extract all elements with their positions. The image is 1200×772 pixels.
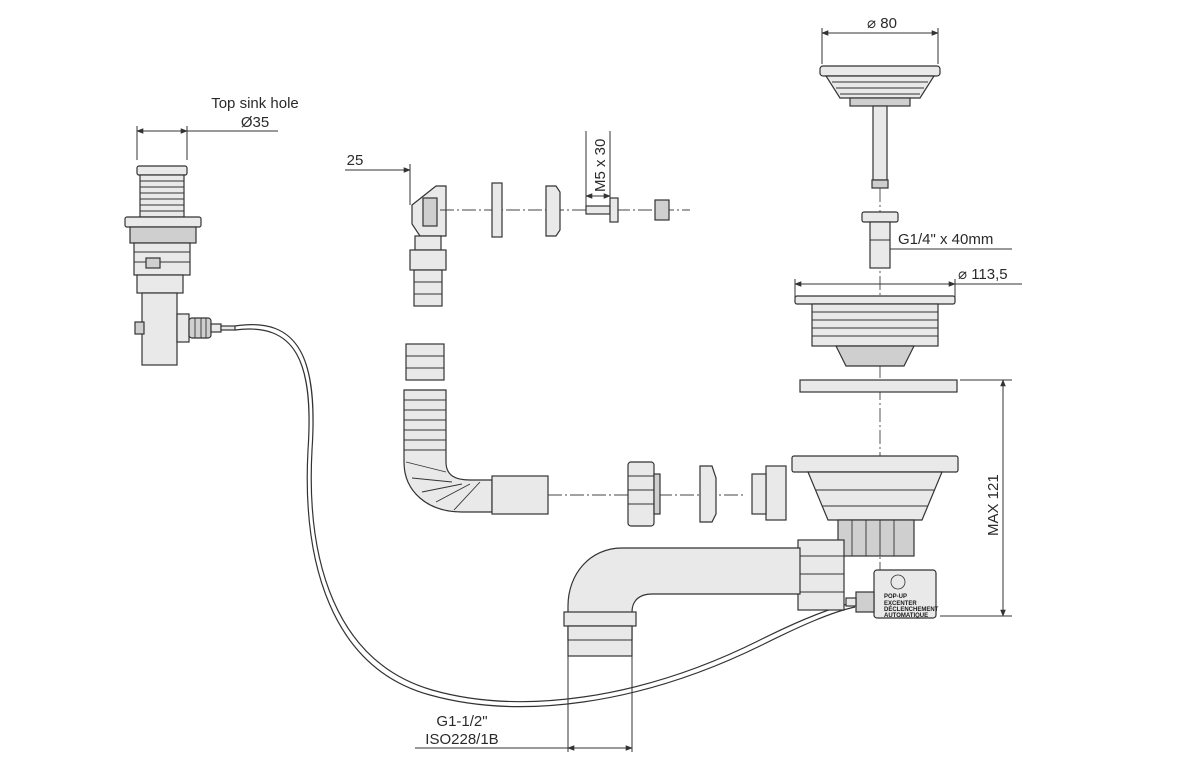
label-max-height: MAX 121 (985, 474, 1002, 536)
popup-button-assembly (124, 165, 236, 366)
hose-corrugation (404, 399, 481, 511)
label-offset-25: 25 (347, 152, 364, 169)
label-top-sink-hole: Top sink hole (211, 95, 299, 112)
cap-nut (545, 185, 561, 237)
thread-ribs (140, 180, 184, 212)
label-outlet-thread: G1-1/2" (436, 713, 487, 730)
label-outlet-standard: ISO228/1B (425, 731, 498, 748)
flat-gasket (799, 379, 958, 393)
badge-line2: EXCENTER (884, 601, 917, 607)
bowden-cable (234, 324, 856, 708)
bolt (585, 205, 611, 215)
overflow-hose (403, 343, 745, 515)
badge-line3: DÉCLENCHEMENT (884, 605, 939, 613)
fixing-hardware: M5 x 30 (440, 131, 690, 238)
label-rod-thread: G1/4" x 40mm (898, 231, 993, 248)
washer (491, 182, 503, 238)
label-flange-diameter: ⌀ 113,5 (958, 266, 1008, 283)
popup-mechanism: POP-UP EXCENTER DÉCLENCHEMENT AUTOMATIQU… (845, 569, 939, 619)
outlet-elbow (563, 547, 801, 657)
drain-body (751, 455, 959, 611)
conical-gasket (699, 465, 717, 523)
dimension-outlet-thread: G1-1/2" ISO228/1B (415, 656, 633, 752)
threaded-rod: G1/4" x 40mm (861, 211, 1012, 269)
label-top-sink-hole-diameter: Ø35 (241, 114, 269, 131)
overflow-coupling: 25 (345, 152, 447, 307)
label-bolt-size: M5 x 30 (592, 139, 609, 192)
badge-line1: POP-UP (884, 594, 907, 600)
union-nut (627, 461, 661, 527)
dimension-max-height: MAX 121 (940, 379, 1012, 617)
label-basket-diameter: ⌀ 80 (867, 15, 897, 32)
badge-line4: AUTOMATIQUE (884, 613, 928, 619)
strainer-flange: ⌀ 113,5 (794, 266, 1022, 367)
dimension-top-sink-hole: Top sink hole Ø35 (136, 95, 299, 160)
